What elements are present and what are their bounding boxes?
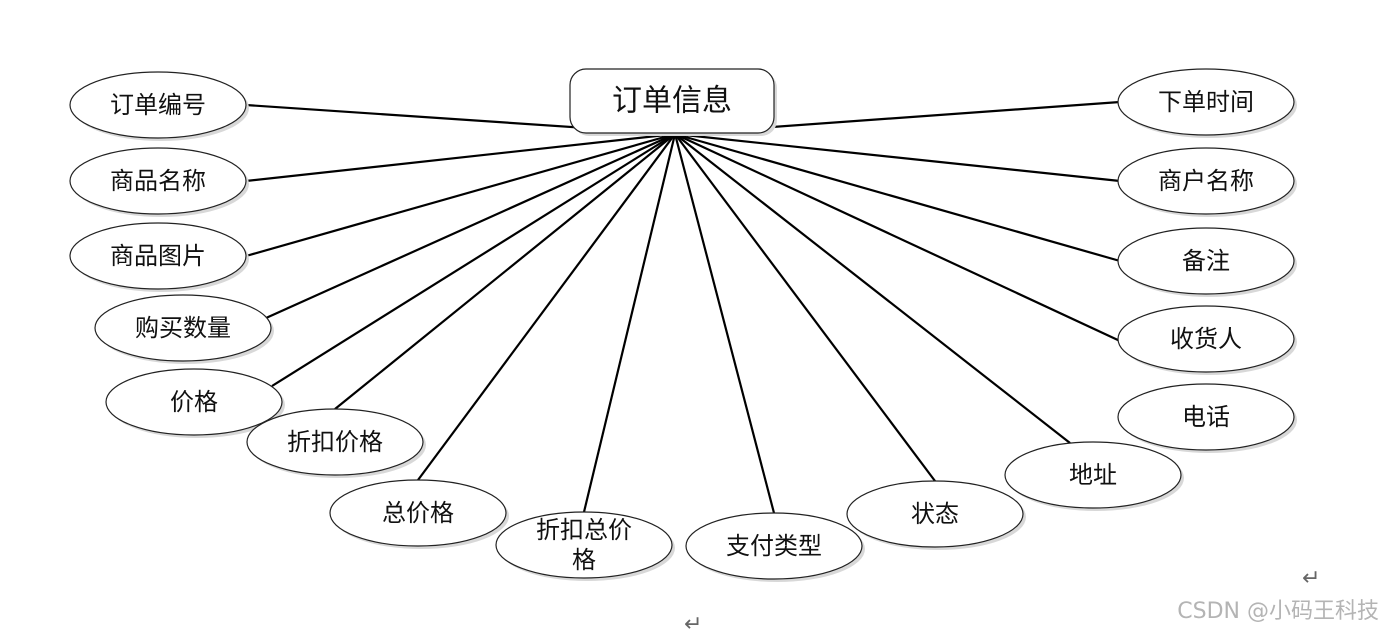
attribute-phone: 电话 xyxy=(1117,383,1297,453)
connector-remark xyxy=(674,132,1121,263)
attribute-address: 地址 xyxy=(1004,441,1184,511)
attribute-ellipse xyxy=(105,368,283,436)
attribute-ellipse xyxy=(329,479,507,547)
paragraph-mark: ↵ xyxy=(684,612,703,637)
attribute-label: 状态 xyxy=(911,500,959,528)
attribute-ellipse xyxy=(94,294,272,362)
attribute-payment-type: 支付类型 xyxy=(685,512,865,582)
attribute-nodes: 订单编号商品名称商品图片购买数量价格折扣价格总价格折扣总价格支付类型状态地址电话… xyxy=(69,68,1297,582)
attribute-label: 电话 xyxy=(1182,403,1230,431)
attribute-ellipse xyxy=(69,71,247,139)
connector-price xyxy=(271,133,676,387)
entity-box xyxy=(569,68,775,134)
entity-node: 订单信息 xyxy=(569,68,777,136)
connector-discount-total-price xyxy=(582,133,677,513)
attribute-merchant-name: 商户名称 xyxy=(1117,147,1297,217)
attribute-ellipse xyxy=(69,222,247,290)
attribute-recipient: 收货人 xyxy=(1117,305,1297,375)
attribute-label: 收货人 xyxy=(1170,325,1242,353)
attribute-label: 购买数量 xyxy=(135,314,231,342)
connector-discount-price xyxy=(334,133,676,410)
attribute-label: 总价格 xyxy=(382,499,454,527)
paragraph-mark: ↵ xyxy=(1302,566,1321,591)
attribute-ellipse xyxy=(495,511,673,579)
attribute-label: 商户名称 xyxy=(1158,167,1254,195)
attribute-label: 订单编号 xyxy=(110,91,206,119)
attribute-label: 商品名称 xyxy=(110,167,206,195)
attribute-label: 折扣价格 xyxy=(287,428,383,456)
connector-total-price xyxy=(417,133,676,481)
attribute-order-number: 订单编号 xyxy=(69,71,249,141)
connector-recipient xyxy=(674,133,1121,342)
connector-product-image xyxy=(245,132,676,258)
attribute-label: 价格 xyxy=(170,388,218,416)
attribute-ellipse xyxy=(69,147,247,215)
attribute-total-price: 总价格 xyxy=(329,479,509,549)
attribute-product-name: 商品名称 xyxy=(69,147,249,217)
attribute-ellipse xyxy=(1117,383,1295,451)
attribute-label: 支付类型 xyxy=(726,532,822,560)
attribute-remark: 备注 xyxy=(1117,227,1297,297)
attribute-ellipse xyxy=(685,512,863,580)
attribute-label: 格 xyxy=(572,546,596,574)
attribute-product-image: 商品图片 xyxy=(69,222,249,292)
attribute-ellipse xyxy=(1117,227,1295,295)
attribute-ellipse xyxy=(1004,441,1182,509)
attribute-ellipse xyxy=(846,480,1024,548)
attribute-label: 下单时间 xyxy=(1158,88,1254,116)
connector-lines xyxy=(245,100,1121,514)
connector-payment-type xyxy=(673,133,776,514)
attribute-ellipse xyxy=(1117,305,1295,373)
attribute-label: 备注 xyxy=(1182,247,1230,275)
connector-address xyxy=(674,133,1071,444)
attribute-ellipse xyxy=(246,408,424,476)
attribute-discount-price: 折扣价格 xyxy=(246,408,426,478)
attribute-order-time: 下单时间 xyxy=(1117,68,1297,138)
attribute-ellipse xyxy=(1117,68,1295,136)
attribute-price: 价格 xyxy=(105,368,285,438)
attribute-status: 状态 xyxy=(846,480,1026,550)
watermark: CSDN @小码王科技 xyxy=(1177,599,1379,624)
attribute-label: 折扣总价 xyxy=(536,516,632,544)
attribute-purchase-quantity: 购买数量 xyxy=(94,294,274,364)
entity-order-info: 订单信息 xyxy=(569,68,777,136)
entity-label: 订单信息 xyxy=(612,84,732,119)
connector-product-name xyxy=(245,132,676,183)
attribute-label: 商品图片 xyxy=(110,242,206,270)
attribute-ellipse xyxy=(1117,147,1295,215)
connector-status xyxy=(674,133,936,482)
connector-merchant-name xyxy=(674,132,1121,183)
connector-purchase-quantity xyxy=(265,132,676,320)
attribute-label: 地址 xyxy=(1069,461,1117,489)
